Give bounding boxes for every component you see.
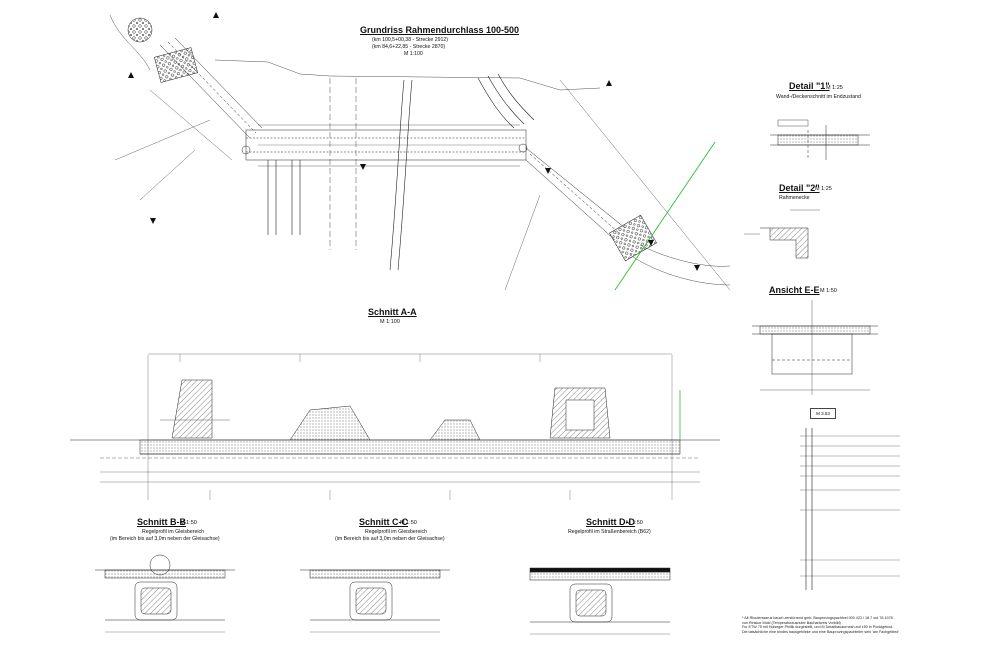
detail-1-scale: M 1:25 [826,85,843,91]
section-dd-title: Schnitt D-D [586,517,635,527]
detail-2-title: Detail "2" [779,183,820,193]
plan-tracks [267,73,535,271]
section-bb-title: Schnitt B-B [137,517,186,527]
detail-2-subtitle: Rahmenecke [779,195,810,201]
section-aa-scale: M 1:100 [380,319,400,325]
drawing-stamp: M 3.53 [810,408,836,419]
section-cc-drawing [300,569,450,633]
section-bb-line-2: (im Bereich bis auf 3,0m neben der Gleis… [110,536,220,542]
drawing-notes: * Alt Rhodenwarus bauch zerstörrend gmb.… [742,616,986,650]
note-line: * Alt Rhodenwarus bauch zerstörrend gmb.… [742,616,893,620]
section-cc-title: Schnitt C-C [359,517,408,527]
note-line: von Rinskor Mold (Temperaturausnuter Bau… [742,620,841,625]
level-scale [800,428,900,590]
section-dd-drawing [529,567,671,635]
plan-main-culvert [245,124,527,167]
plan-track-axis [614,141,716,291]
view-ee-drawing [752,300,878,395]
plan-right-wing [504,79,731,291]
detail-2-scale: M 1:25 [815,186,832,192]
detail-1-title: Detail "1" [789,81,830,91]
detail-2-drawing [744,209,820,259]
plan-title: Grundriss Rahmendurchlass 100-500 [360,25,520,35]
plan-km-line-2: (km 84,6+22,85 - Strecke 2870) [372,44,446,50]
plan-view [109,12,731,291]
section-cc-scale: M 1:50 [400,520,417,526]
detail-1-drawing [770,119,870,160]
section-aa-drawing [70,353,720,500]
view-ee-title: Ansicht E-E [769,285,820,295]
plan-left-wing [114,17,263,201]
detail-1-subtitle: Wand-/Deckenschnitt im Endzustand [776,94,861,100]
plan-section-markers [128,12,700,271]
view-ee-scale: M 1:50 [820,288,837,294]
section-bb-drawing [95,554,235,633]
section-bb-scale: M 1:50 [180,520,197,526]
section-dd-line-1: Regelprofil im Straßenbereich (B62) [568,529,651,535]
note-line: Fur ETW 75 mit Holseger Phillik durgeste… [742,625,894,630]
plan-scale: M 1:100 [404,51,423,57]
section-bb-line-1: Regelprofil im Gleisbereich [142,529,204,535]
note-line: Die tatsächliche eine bindes bausgehliek… [742,629,899,634]
section-cc-line-1: Regelprofil im Gleisbereich [365,529,427,535]
section-dd-scale: M 1:50 [626,520,643,526]
section-cc-line-2: (im Bereich bis auf 3,0m neben der Gleis… [335,536,445,542]
plan-km-line-1: (km 100,5+00,38 - Strecke 2912) [372,37,448,43]
section-aa-title: Schnitt A-A [368,307,417,317]
